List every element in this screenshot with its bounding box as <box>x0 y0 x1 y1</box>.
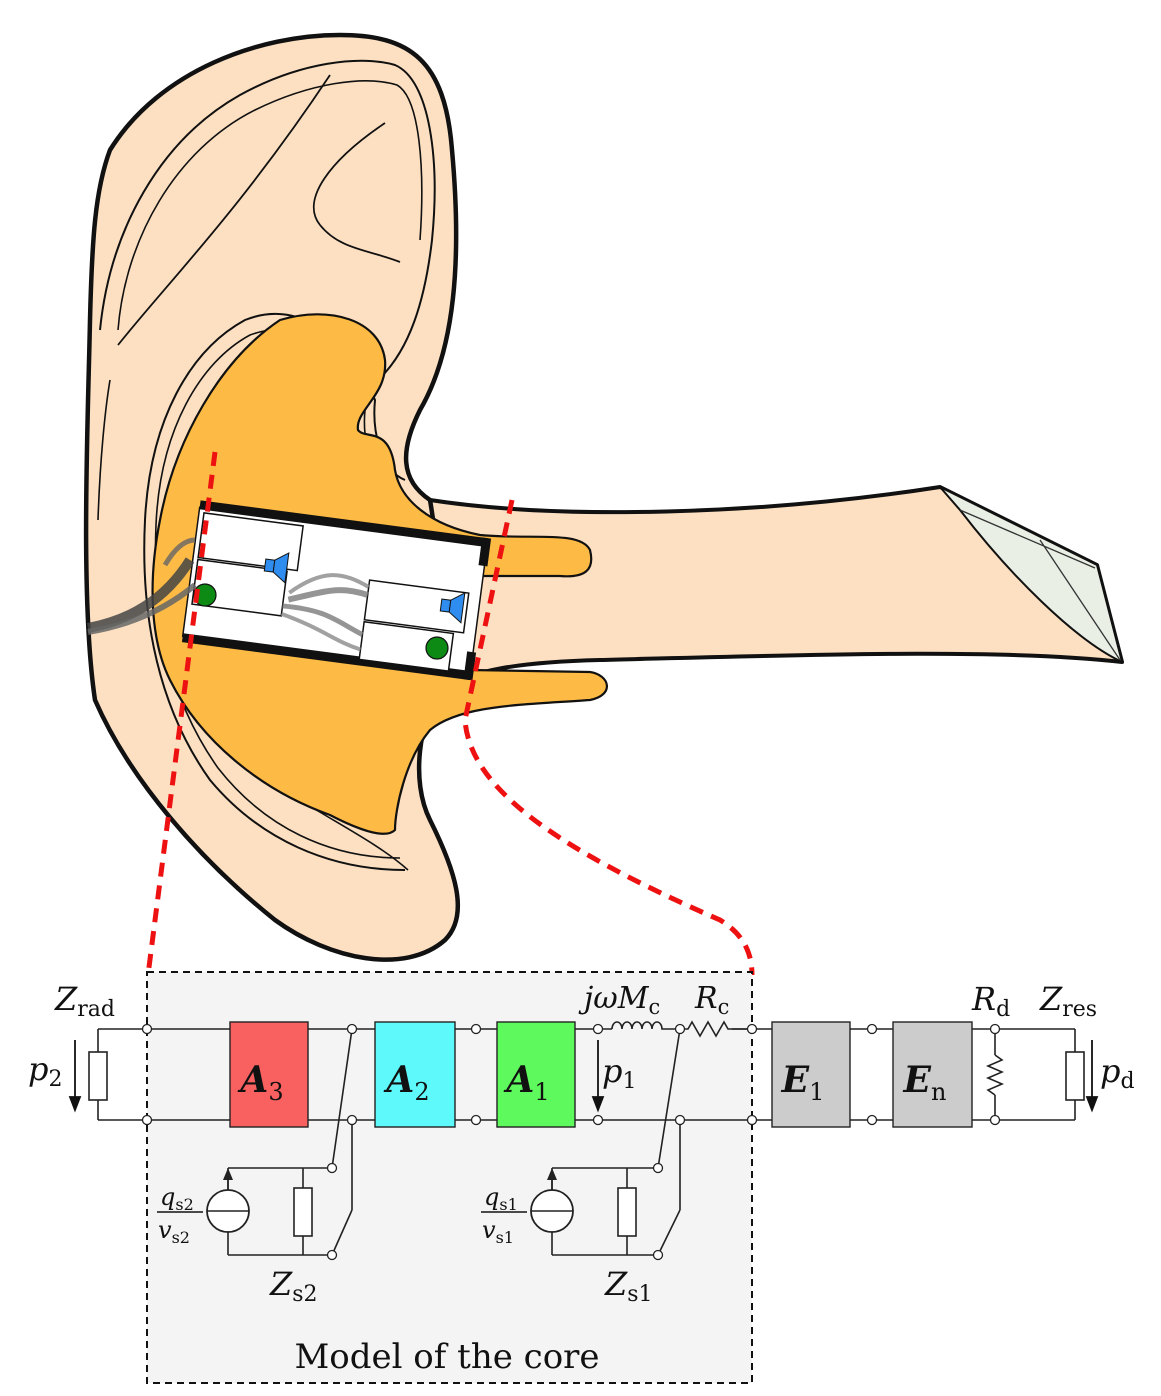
z-res-element <box>1065 1051 1085 1101</box>
impedances <box>88 1051 1085 1237</box>
label-p1: p1 <box>602 1052 636 1094</box>
z-rad-element <box>88 1051 108 1101</box>
svg-text:En: En <box>903 1059 947 1106</box>
label-q-s1: qs1 <box>484 1183 518 1214</box>
speaker-outer-icon <box>263 552 290 584</box>
label-v-s2: vs2 <box>158 1216 190 1247</box>
circuit-model: Model of the core <box>28 971 1135 1384</box>
ear-canal <box>428 485 1124 692</box>
label-p2: p2 <box>28 1050 62 1092</box>
speaker-inner-icon <box>439 592 466 624</box>
svg-text:A3: A3 <box>237 1059 283 1106</box>
label-z-res: Zres <box>1039 980 1097 1022</box>
label-z-s2: Zs2 <box>269 1265 318 1307</box>
label-v-s1: vs1 <box>482 1216 514 1247</box>
z-s2-element <box>293 1187 313 1237</box>
label-z-rad: Zrad <box>54 980 115 1022</box>
label-coupling: jωMc <box>578 981 660 1019</box>
z-s1-element <box>617 1187 637 1237</box>
pressure-arrows <box>68 1040 1099 1113</box>
two-port-blocks: A3 A2 A1 E1 En <box>229 1021 973 1128</box>
svg-text:A1: A1 <box>503 1059 549 1106</box>
block-en: En <box>892 1021 973 1128</box>
block-a1: A1 <box>496 1021 576 1128</box>
label-r-c: Rc <box>694 981 729 1019</box>
source-s2-icon <box>206 1168 250 1233</box>
label-z-s1: Zs1 <box>604 1265 653 1307</box>
circuit-nodes <box>141 1023 1001 1261</box>
source-s1-icon <box>530 1168 574 1233</box>
block-a2: A2 <box>374 1021 456 1128</box>
eardrum <box>939 486 1124 664</box>
svg-text:E1: E1 <box>781 1059 825 1106</box>
device-core <box>181 500 492 681</box>
block-e1: E1 <box>771 1021 851 1128</box>
core-box-caption: Model of the core <box>294 1337 599 1377</box>
zoom-lines <box>145 451 755 976</box>
circuit-labels: Zrad p2 jωMc Rc p1 Rd Zres pd Zs2 Zs1 qs… <box>28 980 1135 1307</box>
svg-text:A2: A2 <box>383 1059 429 1106</box>
label-r-d: Rd <box>971 980 1010 1022</box>
label-p-d: pd <box>1100 1052 1135 1094</box>
label-q-s2: qs2 <box>160 1183 194 1214</box>
block-a3: A3 <box>229 1021 309 1128</box>
ear-illustration <box>83 32 1124 976</box>
mic-inner-icon <box>425 636 449 660</box>
